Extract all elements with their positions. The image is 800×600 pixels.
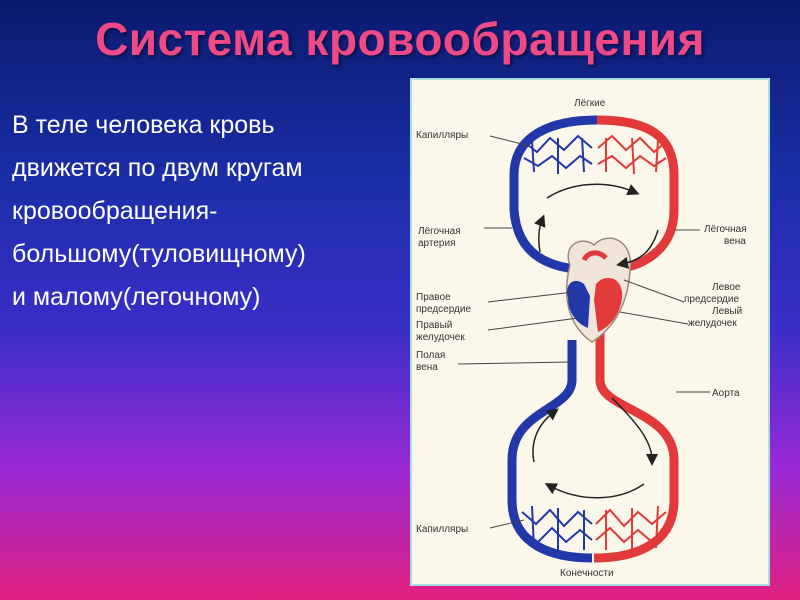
label-limbs: Конечности [560,568,614,579]
slide-body-text: В теле человека кровь движется по двум к… [12,104,412,319]
pulmonary-vein-vessel [596,115,679,275]
label-aorta: Аорта [712,388,740,399]
circulation-svg: Лёгкие Капилляры Лёгочная артерия Лёгочн… [416,98,747,579]
limb-capillaries [521,505,667,550]
lung-capillaries [523,134,667,175]
label-pulmonary-vein-1: Лёгочная [704,224,747,235]
label-pulmonary-vein-2: вена [724,236,746,247]
label-capillaries-bottom: Капилляры [416,524,468,535]
label-right-ventricle-1: Правый [416,320,452,331]
text-line-2: движется по двум кругам [12,154,303,182]
circulation-diagram: Лёгкие Капилляры Лёгочная артерия Лёгочн… [410,78,770,586]
label-pulmonary-artery-1: Лёгочная [418,226,461,237]
label-vena-cava-1: Полая [416,350,445,361]
slide-title: Система кровообращения [95,13,705,65]
label-pulmonary-artery-2: артерия [418,238,456,249]
text-line-5: и малому(легочному) [12,283,261,311]
flow-arrows [532,183,659,499]
aorta-vessel [593,330,679,563]
label-capillaries-top: Капилляры [416,130,468,141]
label-left-atrium-1: Левое [712,282,741,293]
label-left-atrium-2: предсердие [684,294,739,305]
label-right-atrium-2: предсердие [416,304,471,315]
text-line-4: большому(туловищному) [12,240,306,268]
label-right-atrium-1: Правое [416,292,451,303]
text-line-3: кровообращения- [12,197,218,225]
label-lungs: Лёгкие [574,98,606,109]
label-left-ventricle-2: желудочек [688,318,737,329]
heart [565,237,632,343]
pulmonary-artery-vessel [509,115,598,275]
left-heart-chambers [594,277,623,332]
label-left-ventricle-1: Левый [712,306,742,317]
text-line-1: В теле человека кровь [12,111,275,139]
vena-cava-vessel [507,340,593,563]
label-right-ventricle-2: желудочек [416,332,465,343]
label-vena-cava-2: вена [416,362,438,373]
